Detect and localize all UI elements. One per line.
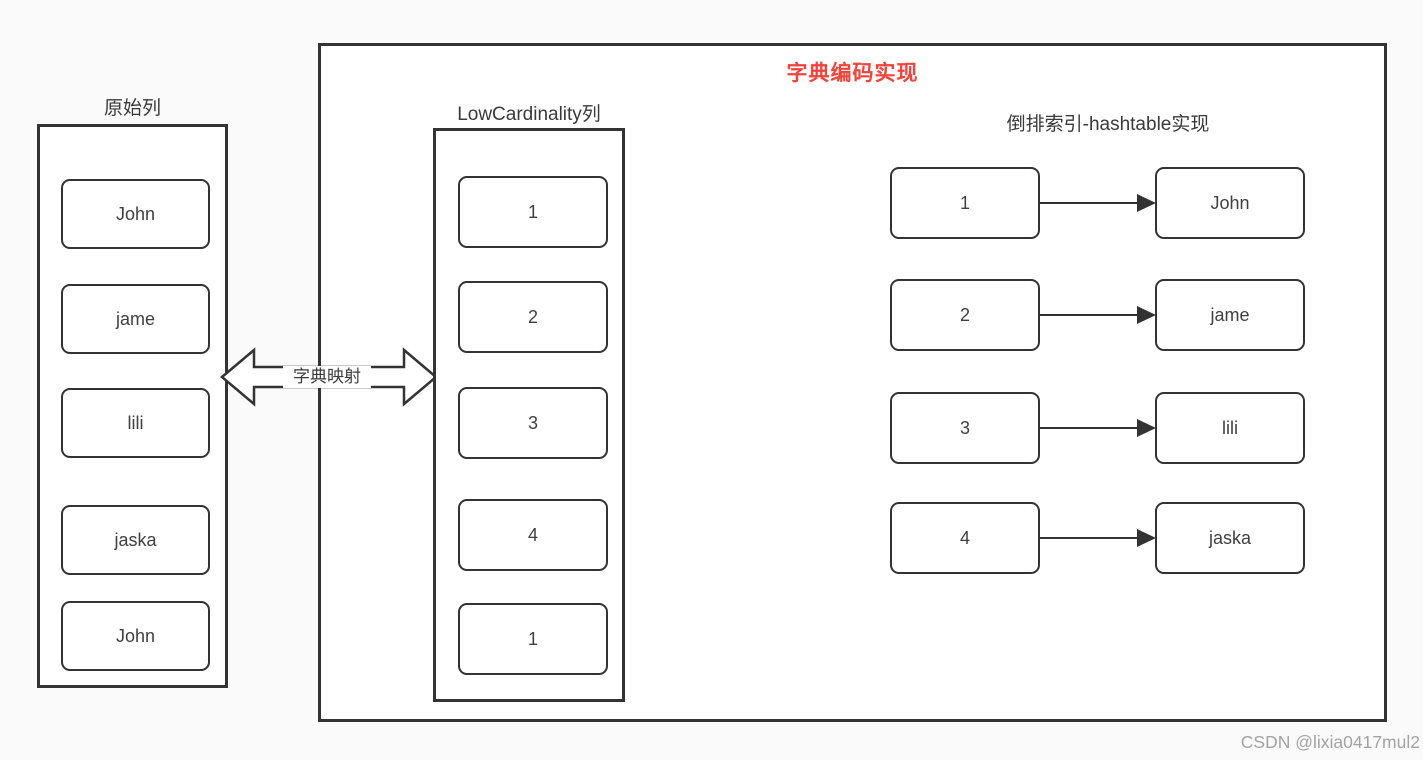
arrow-right-icon	[1040, 195, 1156, 211]
lowcardinality-column-container: 1 2 3 4 1	[433, 128, 625, 702]
original-cell: lili	[61, 388, 210, 458]
hashtable-key-cell: 2	[890, 279, 1040, 351]
original-cell: John	[61, 179, 210, 249]
code-cell: 4	[458, 499, 608, 571]
hashtable-value-cell: John	[1155, 167, 1305, 239]
code-cell: 3	[458, 387, 608, 459]
original-column-label: 原始列	[103, 98, 161, 119]
hashtable-row: 3 lili	[890, 392, 1305, 464]
code-cell: 1	[458, 176, 608, 248]
arrow-right-icon	[1040, 420, 1156, 436]
original-cell: jame	[61, 284, 210, 354]
arrow-right-icon	[1040, 307, 1156, 323]
lowcardinality-column-label: LowCardinality列	[457, 104, 601, 125]
original-cell: John	[61, 601, 210, 671]
watermark-text: CSDN @lixia0417mul2	[1240, 732, 1420, 752]
hashtable-row: 1 John	[890, 167, 1305, 239]
hashtable-row: 2 jame	[890, 279, 1305, 351]
code-cell: 2	[458, 281, 608, 353]
original-cell: jaska	[61, 505, 210, 575]
original-column-container: John jame lili jaska John	[37, 124, 228, 688]
hashtable-value-cell: lili	[1155, 392, 1305, 464]
code-cell: 1	[458, 603, 608, 675]
hashtable-label: 倒排索引-hashtable实现	[1006, 114, 1210, 135]
hashtable-key-cell: 1	[890, 167, 1040, 239]
mapping-arrow-label: 字典映射	[283, 366, 371, 388]
hashtable-key-cell: 4	[890, 502, 1040, 574]
hashtable-key-cell: 3	[890, 392, 1040, 464]
hashtable-value-cell: jaska	[1155, 502, 1305, 574]
arrow-right-icon	[1040, 530, 1156, 546]
diagram-title: 字典编码实现	[786, 62, 919, 85]
hashtable-value-cell: jame	[1155, 279, 1305, 351]
hashtable-row: 4 jaska	[890, 502, 1305, 574]
